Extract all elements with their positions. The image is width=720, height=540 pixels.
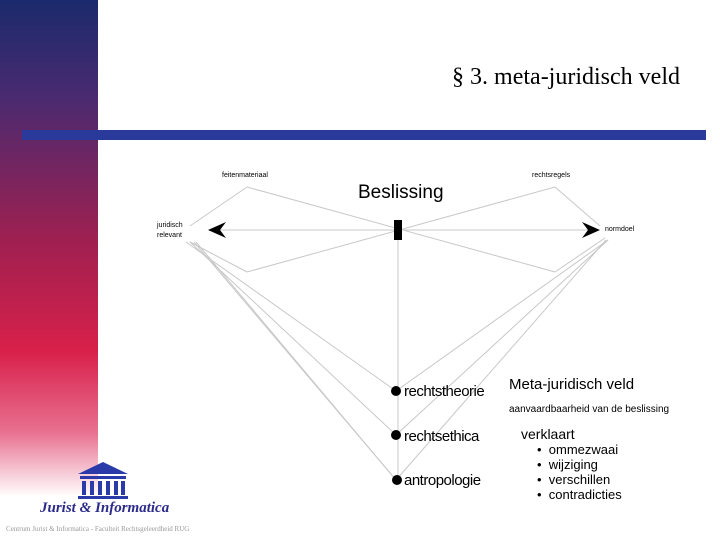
meta-title: Meta-juridisch veld [509, 376, 635, 393]
fan-line [395, 239, 609, 392]
footer-text: Centrum Jurist & Informatica - Faculteit… [6, 525, 190, 533]
arrow-right-icon [582, 222, 600, 238]
bullet-item: • verschillen [537, 472, 611, 487]
fan-line [395, 239, 607, 481]
logo-text: Jurist & Informatica [40, 500, 170, 516]
left-label-1: juridisch [157, 222, 183, 229]
node-dot [391, 386, 401, 396]
fan-line [189, 241, 397, 436]
node-label: rechtsethica [404, 428, 479, 445]
node-label: rechtstheorie [404, 383, 485, 400]
left-label-2: relevant [157, 232, 182, 239]
right-label: normdoel [605, 226, 635, 233]
fan-line [195, 241, 397, 481]
bullet-item: • ommezwaai [537, 442, 619, 457]
bullet-item: • wijziging [537, 457, 598, 472]
meta-subtitle: aanvaardbaarheid van de beslissing [509, 404, 670, 415]
explains-label: verklaart [521, 426, 575, 442]
top-right-label: rechtsregels [532, 172, 571, 179]
side-gradient [0, 0, 98, 540]
edge-line [189, 241, 248, 273]
slide-title: § 3. meta-juridisch veld [452, 64, 680, 90]
arrow-left-icon [208, 222, 226, 238]
fan-line [185, 241, 397, 392]
bullet-item: • contradicties [537, 487, 622, 502]
fan-line [395, 239, 609, 436]
title-underline-bar [22, 130, 706, 140]
node-dot [392, 475, 402, 485]
temple-logo-icon [78, 462, 128, 499]
edge-line [189, 186, 248, 227]
center-label: Beslissing [358, 182, 444, 203]
edge-line [554, 237, 606, 273]
edge-line [554, 186, 601, 227]
node-label: antropologie [404, 472, 481, 489]
node-dot [391, 430, 401, 440]
bullet-list: • ommezwaai • wijziging • verschillen • … [537, 442, 622, 502]
decision-marker [394, 220, 402, 240]
top-left-label: feitenmateriaal [222, 172, 268, 179]
